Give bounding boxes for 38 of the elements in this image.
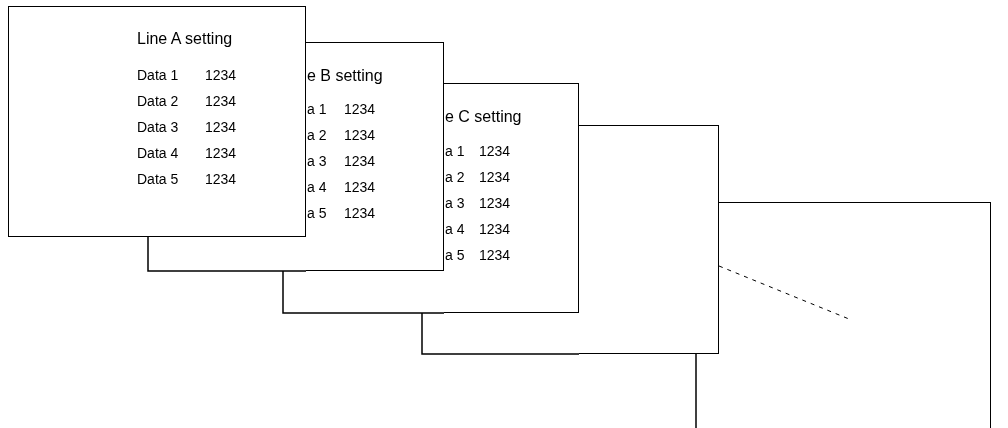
data-label: Data 1 bbox=[137, 68, 179, 82]
data-value: 1234 bbox=[479, 170, 511, 184]
data-value: 1234 bbox=[479, 222, 511, 236]
data-value: 1234 bbox=[344, 128, 376, 142]
data-value: 1234 bbox=[344, 180, 376, 194]
blank-card bbox=[719, 202, 991, 428]
data-label: a 4 bbox=[307, 180, 327, 194]
card-heading: e C setting bbox=[445, 109, 522, 125]
settings-card bbox=[8, 6, 306, 237]
settings-card bbox=[306, 42, 444, 271]
data-value: 1234 bbox=[205, 68, 237, 82]
data-value: 1234 bbox=[479, 196, 511, 210]
data-value: 1234 bbox=[205, 94, 237, 108]
settings-card bbox=[444, 83, 579, 313]
data-label: a 5 bbox=[307, 206, 327, 220]
data-label: a 3 bbox=[445, 196, 465, 210]
data-value: 1234 bbox=[344, 102, 376, 116]
data-label: a 1 bbox=[307, 102, 327, 116]
data-value: 1234 bbox=[344, 206, 376, 220]
card-heading: e B setting bbox=[307, 68, 383, 84]
data-label: Data 4 bbox=[137, 146, 179, 160]
data-value: 1234 bbox=[205, 146, 237, 160]
data-value: 1234 bbox=[344, 154, 376, 168]
data-value: 1234 bbox=[205, 172, 237, 186]
data-label: a 4 bbox=[445, 222, 465, 236]
card-heading: Line A setting bbox=[137, 31, 233, 47]
data-label: a 2 bbox=[307, 128, 327, 142]
blank-card bbox=[579, 125, 719, 354]
data-label: Data 3 bbox=[137, 120, 179, 134]
data-value: 1234 bbox=[205, 120, 237, 134]
data-value: 1234 bbox=[479, 248, 511, 262]
data-label: Data 5 bbox=[137, 172, 179, 186]
data-label: a 1 bbox=[445, 144, 465, 158]
data-label: a 2 bbox=[445, 170, 465, 184]
data-label: a 3 bbox=[307, 154, 327, 168]
data-label: Data 2 bbox=[137, 94, 179, 108]
data-label: a 5 bbox=[445, 248, 465, 262]
data-value: 1234 bbox=[479, 144, 511, 158]
